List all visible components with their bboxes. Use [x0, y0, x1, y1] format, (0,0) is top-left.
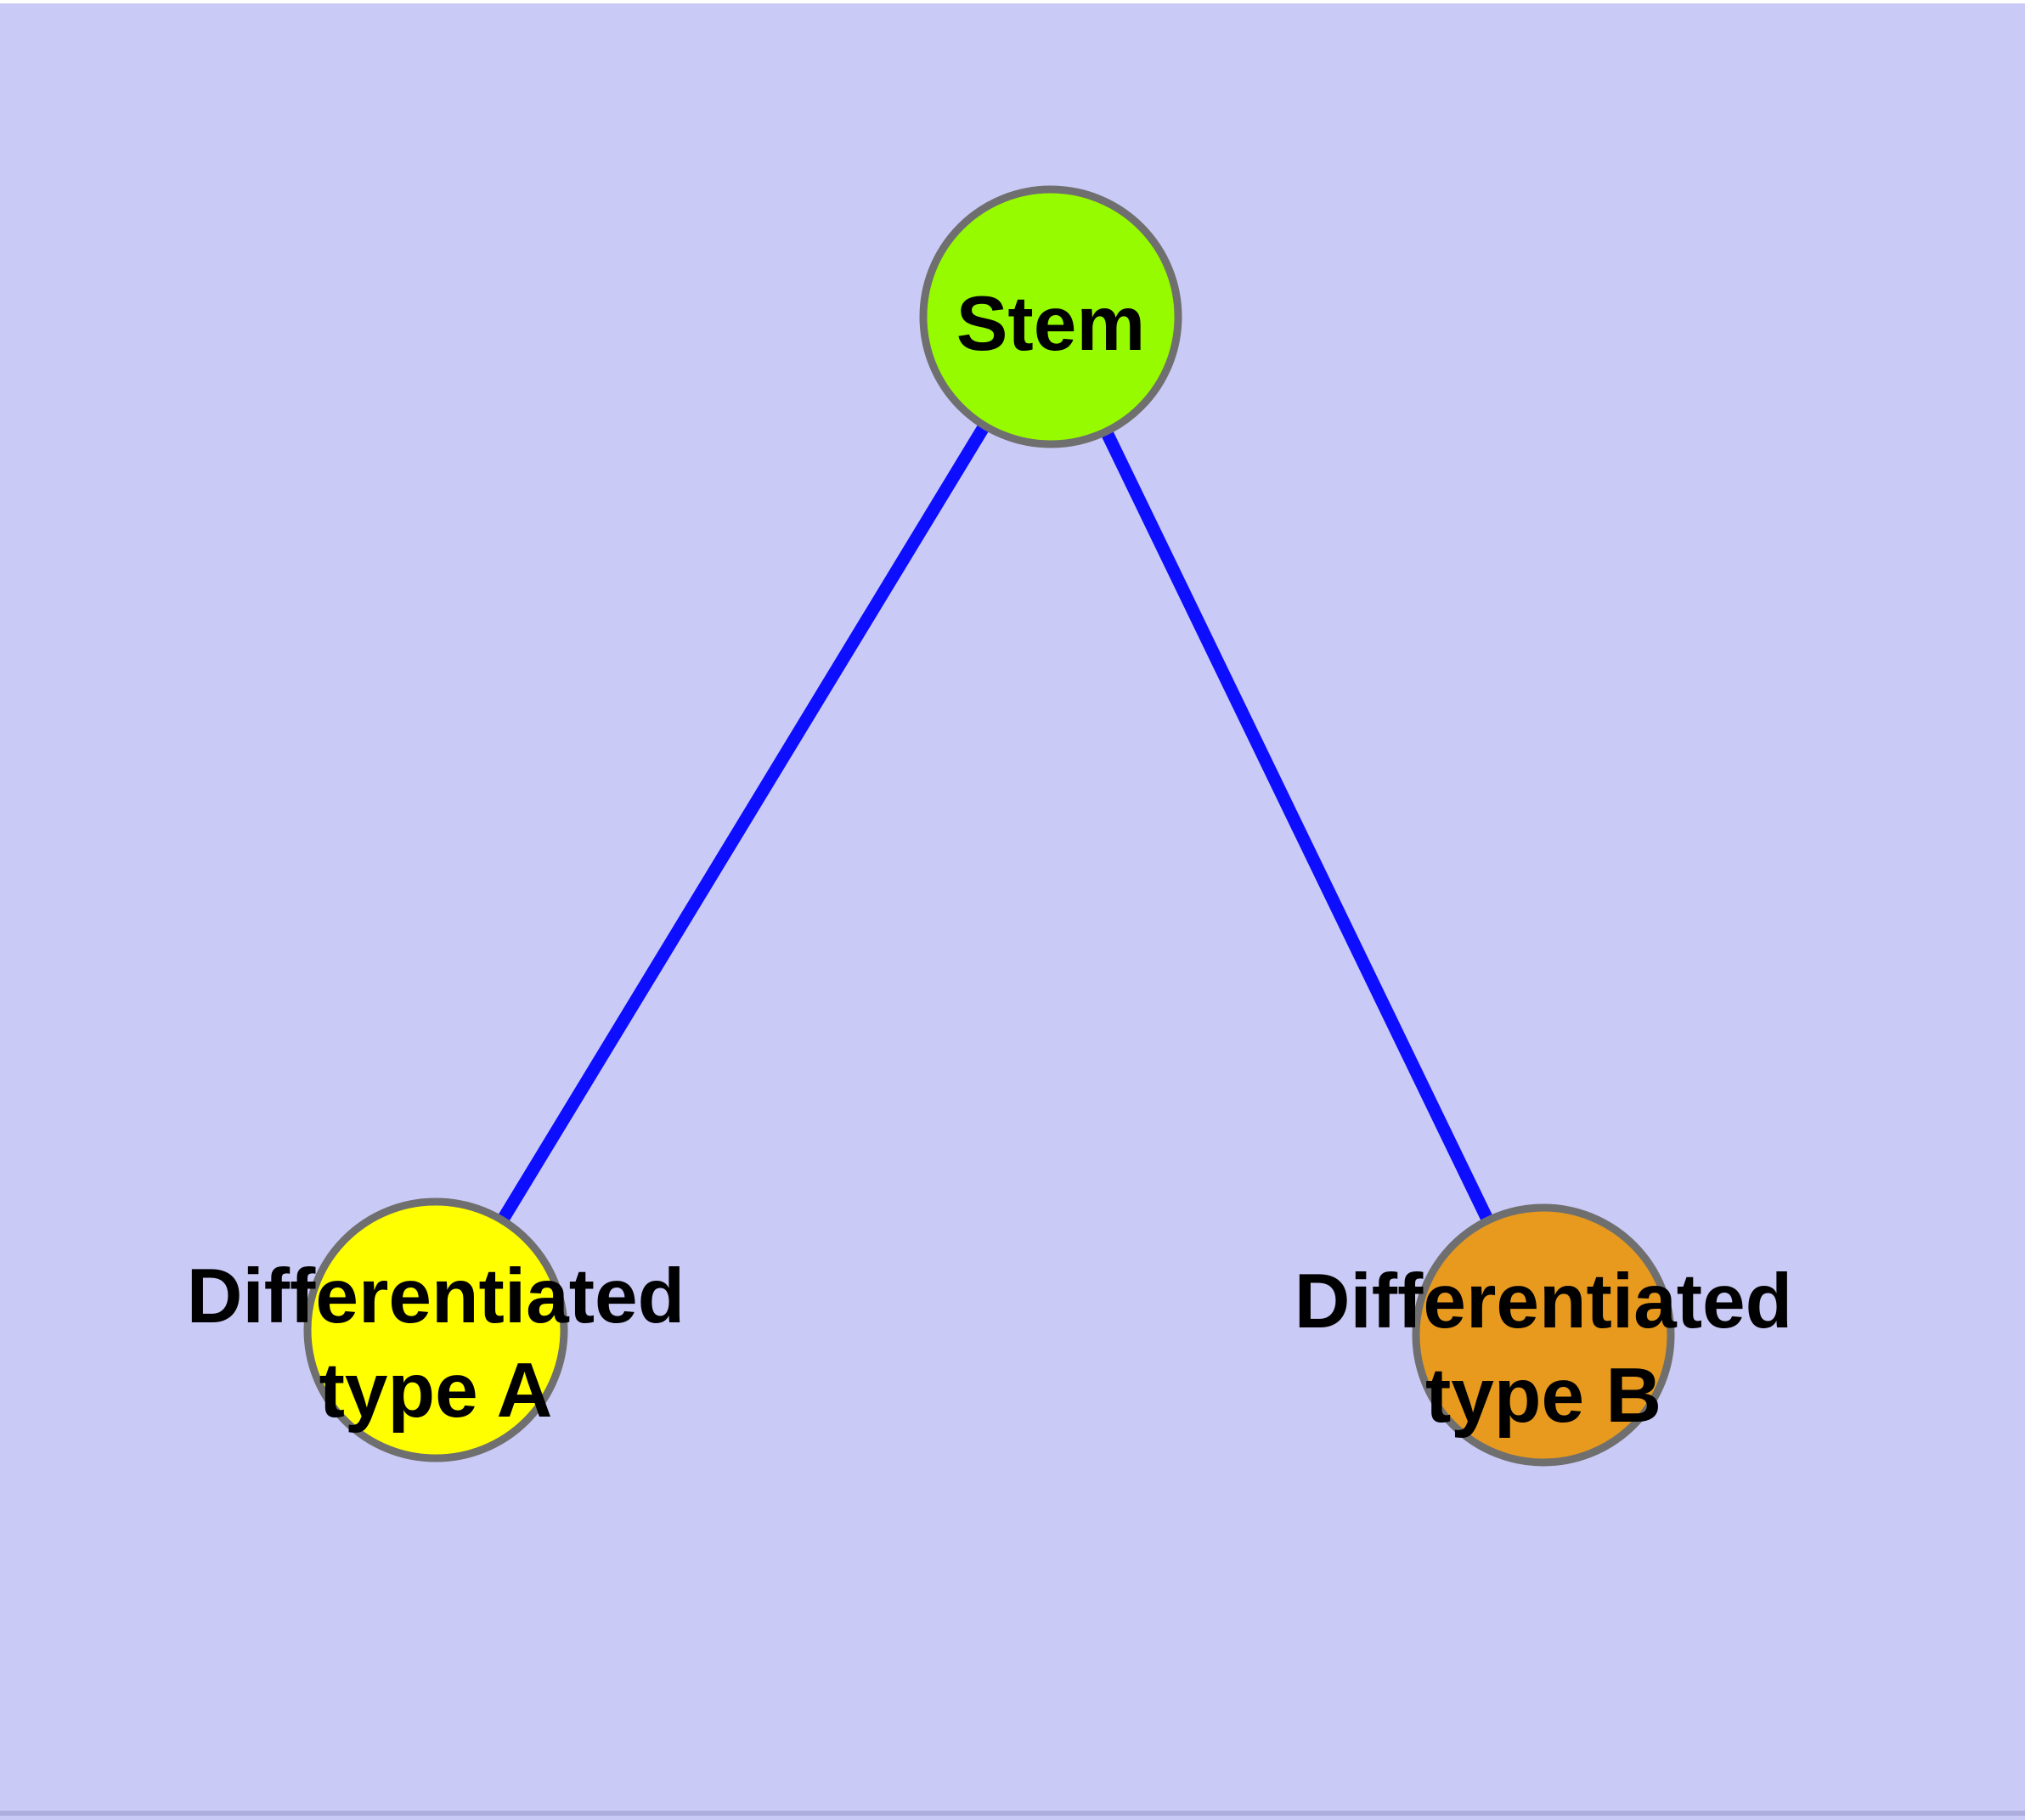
node-label-type-a-line2: type A: [319, 1348, 553, 1434]
node-circle-stem: [919, 185, 1182, 448]
window-top-edge: [0, 0, 2025, 3]
window-bottom-edge: [0, 1811, 2025, 1816]
node-label-type-b-line1: Differentiated: [1295, 1259, 1793, 1344]
node-label-type-a-line1: Differentiated: [187, 1254, 685, 1339]
node-circle-type-a: [303, 1197, 568, 1462]
edge-layer: [430, 313, 1549, 1338]
node-type-a: Differentiated type A: [187, 1197, 685, 1462]
node-type-b: Differentiated type B: [1295, 1203, 1793, 1467]
node-label-stem-line1: Stem: [956, 281, 1146, 367]
node-label-type-b-line2: type B: [1425, 1353, 1661, 1439]
edge-stem-to-type-b: [1045, 313, 1549, 1338]
node-stem: Stem: [919, 185, 1182, 448]
edge-stem-to-type-a: [430, 313, 1057, 1333]
node-circle-type-b: [1412, 1203, 1675, 1467]
